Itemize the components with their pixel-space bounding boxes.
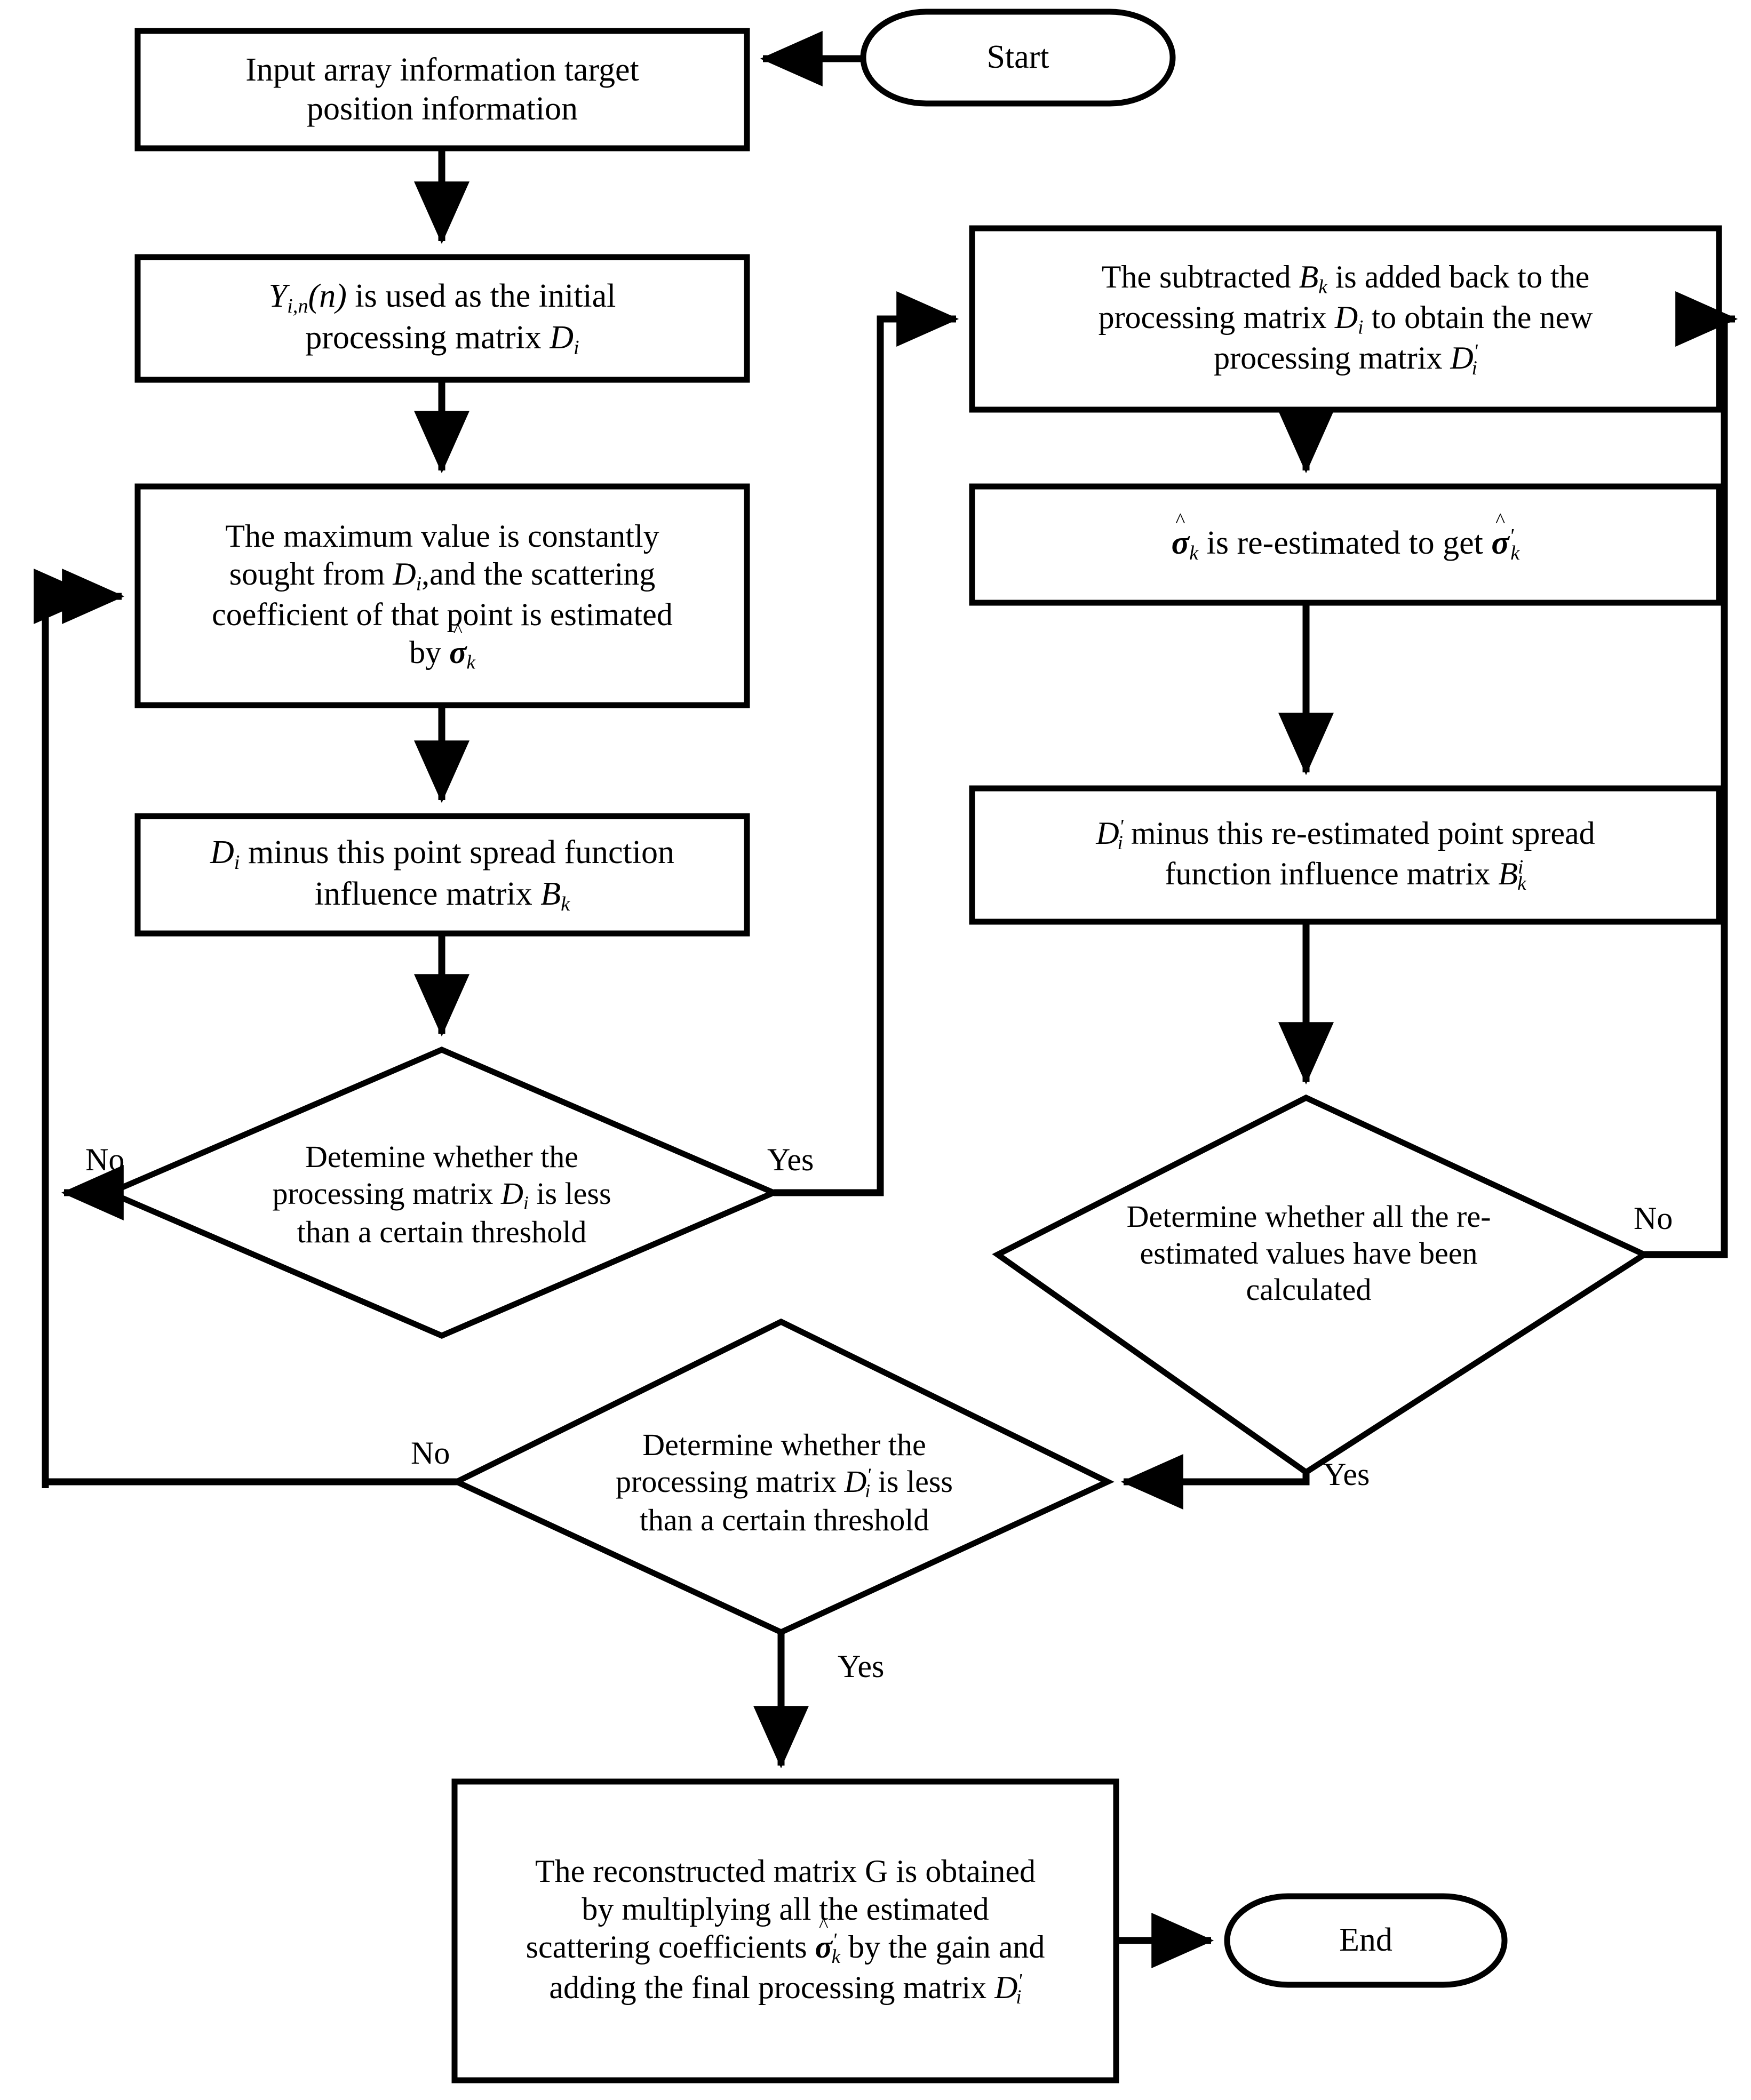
reestimate-node-shape bbox=[969, 483, 1722, 606]
edge-label-decide2-no: No bbox=[1634, 1201, 1673, 1236]
edge-label-decide3-yes: Yes bbox=[838, 1649, 885, 1684]
end-node-shape bbox=[1224, 1893, 1508, 1988]
edge-label-decide2-yes: Yes bbox=[1323, 1457, 1370, 1492]
edge-left-rail bbox=[34, 569, 97, 1488]
reconstruct-node-shape bbox=[451, 1778, 1119, 2083]
addback-node-shape bbox=[969, 225, 1722, 413]
decide3-node-shape bbox=[450, 1318, 1115, 1636]
edge-label-decide3-no: No bbox=[411, 1435, 450, 1471]
subtract-node-shape bbox=[134, 813, 750, 937]
edge-label-decide1-no: No bbox=[85, 1142, 125, 1177]
edge-label-decide1-yes: Yes bbox=[767, 1142, 814, 1177]
subtract2-node-shape bbox=[969, 785, 1722, 925]
edge-decide2-yes bbox=[1120, 1454, 1310, 1510]
edge-decide2-no bbox=[1644, 291, 1738, 1258]
decide1-node-shape bbox=[102, 1047, 781, 1339]
edge-decide1-yes bbox=[774, 291, 959, 1196]
init-node-shape bbox=[134, 254, 750, 383]
start-node-shape bbox=[860, 9, 1176, 107]
input-node-shape bbox=[134, 28, 750, 151]
maxseek-node-shape bbox=[134, 483, 750, 708]
decide2-node-shape bbox=[992, 1094, 1651, 1476]
edge-decide3-no bbox=[42, 1478, 457, 1488]
